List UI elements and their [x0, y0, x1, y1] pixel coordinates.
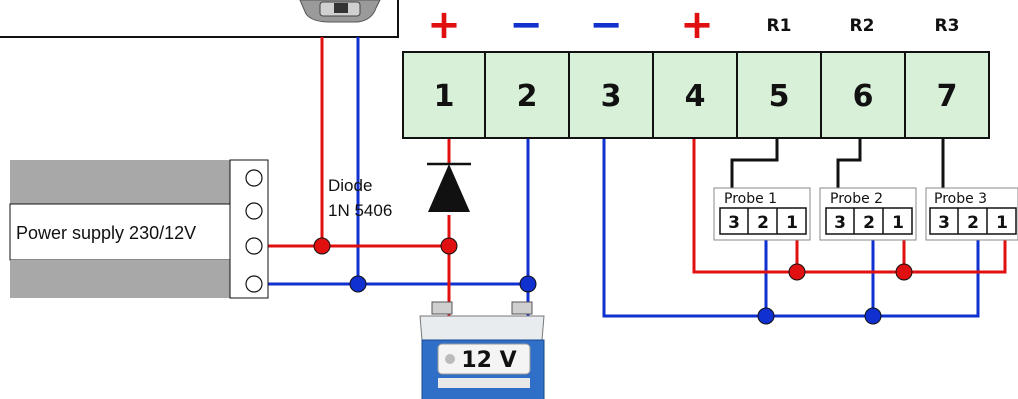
probe-2: Probe 2 3 2 1: [819, 187, 917, 241]
probe-3: Probe 3 3 2 1: [925, 187, 1018, 241]
probe-1: Probe 1 3 2 1: [713, 187, 811, 241]
psu-screw-icon: [245, 169, 263, 187]
terminal-number: 2: [517, 79, 538, 114]
wire-terminal3: [602, 138, 980, 318]
terminal-cell: [652, 51, 738, 139]
probe-title: Probe 3: [934, 191, 987, 207]
junction-dot: [519, 275, 537, 293]
polarity-sign: −: [509, 2, 543, 48]
terminal-number: 1: [434, 79, 455, 114]
wire-terminal4: [692, 138, 1007, 274]
probe-pin: 3: [834, 213, 846, 233]
polarity-sign: −: [589, 2, 623, 48]
probe-pin: 3: [938, 213, 950, 233]
junction-dot: [440, 237, 458, 255]
terminal-cell: [568, 51, 654, 139]
wire-terminal5: [730, 138, 779, 188]
junction-dot: [864, 307, 882, 325]
battery-icon: 12 V: [419, 301, 545, 399]
probe-title: Probe 2: [830, 191, 883, 207]
junctions: [313, 237, 913, 325]
power-supply: Power supply 230/12V: [9, 159, 269, 299]
probe-pin: 2: [967, 213, 979, 233]
probe-pin: 3: [728, 213, 740, 233]
terminal-number: 3: [601, 79, 622, 114]
device-housing: [0, 0, 399, 38]
power-supply-label: Power supply 230/12V: [16, 223, 196, 243]
junction-dot: [895, 263, 913, 281]
junction-dot: [349, 275, 367, 293]
terminal-cell: [402, 51, 486, 139]
terminal-number: 4: [685, 79, 706, 114]
probe-pin: 2: [757, 213, 769, 233]
terminal-cell: [736, 51, 822, 139]
battery-label: 12 V: [461, 348, 516, 373]
probe-title: Probe 1: [724, 191, 777, 207]
terminal-cell: [484, 51, 570, 139]
polarity-sign: +: [427, 2, 461, 48]
diode-label: Diode: [328, 176, 372, 195]
terminal-number: 6: [853, 79, 874, 114]
wire-terminal6: [836, 138, 862, 188]
junction-dot: [788, 263, 806, 281]
probe-pin: 1: [786, 213, 798, 233]
psu-screw-icon: [245, 275, 263, 293]
diode: Diode 1N 5406: [328, 162, 471, 220]
relay-label: R2: [850, 16, 875, 36]
polarity-labels: + − − + R1 R2 R3: [427, 2, 959, 48]
probe-pin: 2: [863, 213, 875, 233]
probe-pin: 1: [996, 213, 1008, 233]
junction-dot: [757, 307, 775, 325]
relay-label: R1: [767, 16, 792, 36]
diode-part-number: 1N 5406: [328, 201, 392, 220]
relay-label: R3: [935, 16, 960, 36]
psu-screw-icon: [245, 237, 263, 255]
terminal-block: 1 2 3 4 5 6 7: [402, 51, 990, 139]
junction-dot: [313, 237, 331, 255]
probe-pin: 1: [892, 213, 904, 233]
psu-screw-icon: [245, 202, 263, 220]
terminal-number: 5: [769, 79, 790, 114]
terminal-number: 7: [937, 79, 958, 114]
terminal-cell: [904, 51, 990, 139]
polarity-sign: +: [680, 2, 714, 48]
